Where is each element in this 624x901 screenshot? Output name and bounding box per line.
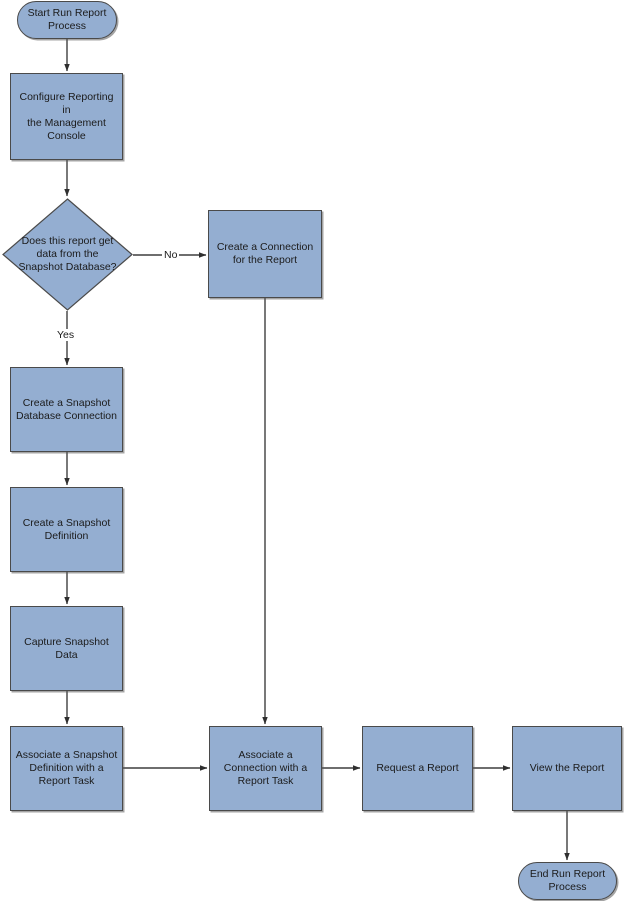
node-label-snapshot-db-conn: Create a Snapshot Database Connection [16,396,117,422]
node-assoc-snapshot-def[interactable]: Associate a Snapshot Definition with a R… [10,726,123,811]
node-label-configure: Configure Reporting in the Management Co… [19,90,114,142]
node-label-assoc-snapshot-def: Associate a Snapshot Definition with a R… [15,749,118,787]
node-label-capture-data: Capture Snapshot Data [24,635,109,661]
edge-label-label-no: No [162,249,180,261]
node-configure[interactable]: Configure Reporting in the Management Co… [10,73,123,160]
node-decision-snapshot[interactable]: Does this report get data from the Snaps… [2,198,133,311]
diamond-shape [2,198,133,311]
node-request-report[interactable]: Request a Report [362,726,473,811]
node-label-create-connection: Create a Connection for the Report [216,241,314,266]
node-capture-data[interactable]: Capture Snapshot Data [10,606,123,691]
node-snapshot-def[interactable]: Create a Snapshot Definition [10,487,123,572]
node-label-start: Start Run Report Process [27,7,107,32]
node-label-end: End Run Report Process [529,868,606,893]
node-label-request-report: Request a Report [376,762,459,774]
node-create-connection[interactable]: Create a Connection for the Report [208,210,322,298]
node-view-report[interactable]: View the Report [512,726,622,811]
node-assoc-connection[interactable]: Associate a Connection with a Report Tas… [209,726,322,811]
node-snapshot-db-conn[interactable]: Create a Snapshot Database Connection [10,367,123,452]
node-start[interactable]: Start Run Report Process [17,1,117,39]
node-label-assoc-connection: Associate a Connection with a Report Tas… [223,749,308,787]
edge-label-label-yes: Yes [55,329,77,341]
node-label-view-report: View the Report [529,762,605,774]
node-label-decision-snapshot: Does this report get data from the Snaps… [18,235,117,273]
node-label-snapshot-def: Create a Snapshot Definition [22,516,111,542]
edges-group [64,39,570,861]
node-end[interactable]: End Run Report Process [518,862,617,900]
